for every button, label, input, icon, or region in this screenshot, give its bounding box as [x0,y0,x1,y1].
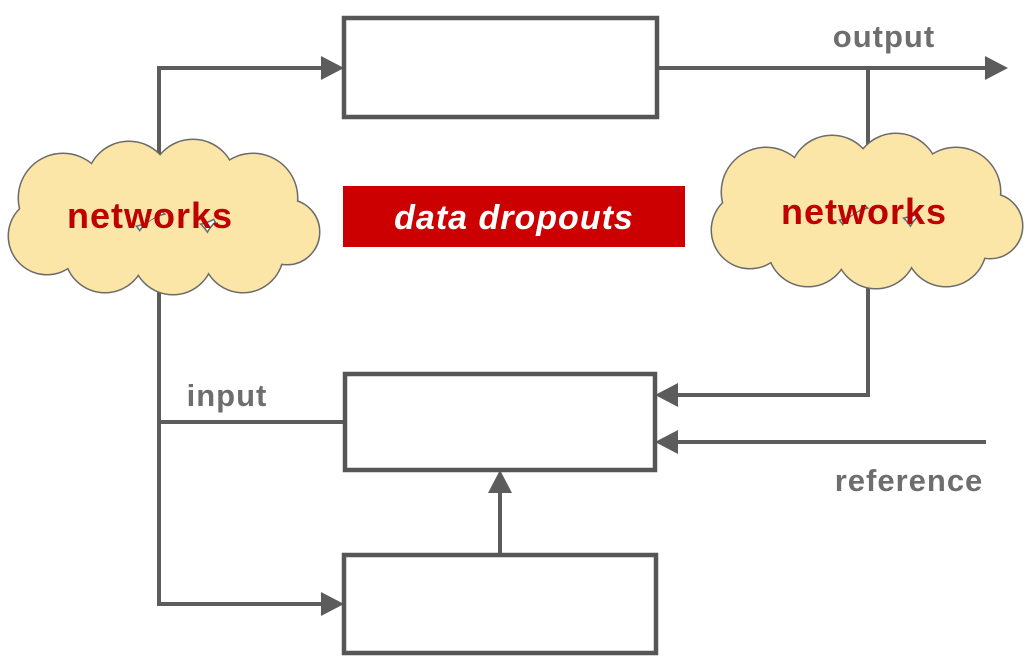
arrowhead-bottom-into-middle [488,470,512,493]
left-cloud-label: networks [67,195,233,236]
left-feedback-connector [157,66,347,606]
arrowhead-reference-into-middle-block [655,430,678,454]
right-cloud-label: networks [781,191,947,232]
arrowhead-into-bottom-block [321,592,344,616]
data-dropouts-badge [343,186,685,247]
output-label: output [833,19,935,54]
bottom-block [341,552,659,656]
reference-label: reference [835,463,984,498]
data-dropouts-label: data dropouts [394,199,634,237]
middle-block [342,371,658,473]
input-label: input [187,378,268,413]
arrowhead-into-top-block [321,56,344,80]
top-block [341,15,660,120]
arrowhead-network-into-middle-block [655,383,678,407]
arrowhead-output [985,56,1008,80]
